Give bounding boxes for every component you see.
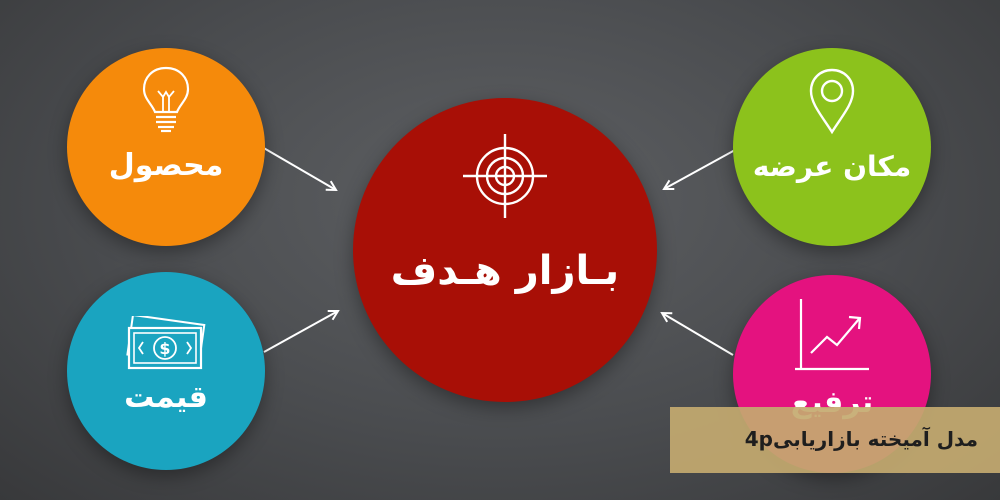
target-market-label: بـازار هـدف (390, 248, 620, 294)
product-label: محصول (108, 148, 224, 183)
money-icon: $ (123, 316, 211, 376)
target-market-node: بـازار هـدف (353, 98, 657, 402)
caption-text: مدل آمیخته بازاریابی4p (744, 427, 978, 451)
product-node: محصول (67, 48, 265, 246)
location-pin-icon (805, 66, 859, 136)
svg-text:$: $ (159, 339, 170, 358)
caption-banner: مدل آمیخته بازاریابی4p (670, 407, 1000, 473)
arrow-price (263, 311, 338, 353)
target-icon (461, 132, 549, 220)
arrow-place (664, 149, 736, 189)
place-node: مکان عرضه (733, 48, 931, 246)
price-node: $ قیمت (67, 272, 265, 470)
arrow-product (261, 146, 336, 190)
growth-chart-icon (791, 297, 873, 375)
arrow-promotion (662, 313, 734, 356)
place-label: مکان عرضه (752, 150, 912, 183)
lightbulb-icon (139, 64, 193, 136)
price-label: قیمت (124, 380, 208, 415)
